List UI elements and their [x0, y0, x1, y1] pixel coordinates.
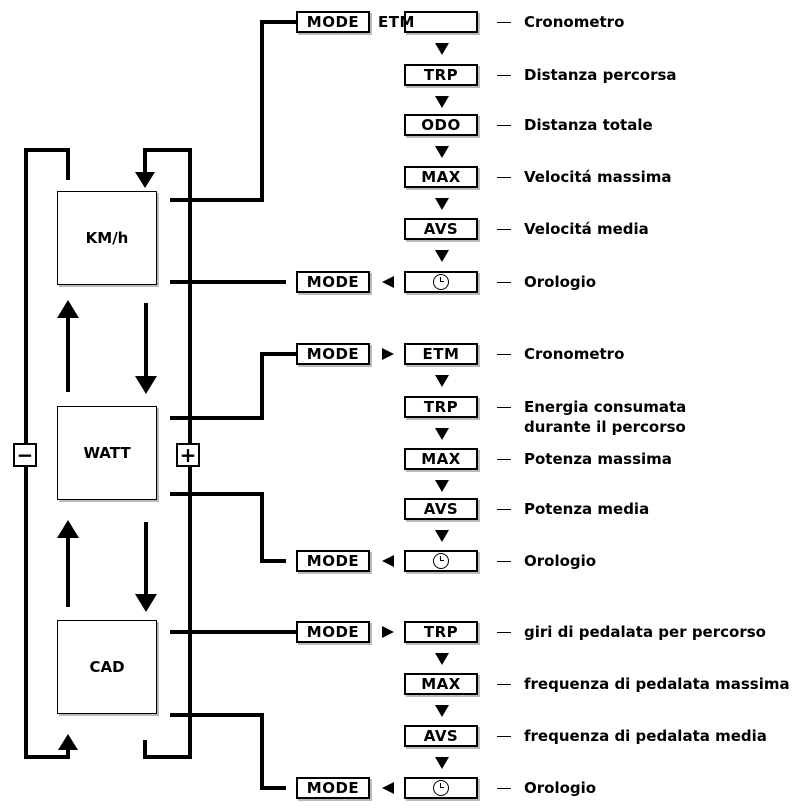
screen-max-kmh: MAX [404, 166, 478, 188]
down-arrow-icon [435, 705, 449, 717]
desc-velocita-media: Velocitá media [524, 220, 649, 238]
desc-durante-il-percorso: durante il percorso [524, 418, 686, 436]
mode-button-watt-bottom[interactable]: MODE [296, 550, 370, 572]
screen-trp-cad: TRP [404, 621, 478, 643]
desc-distanza-percorsa: Distanza percorsa [524, 66, 677, 84]
down-arrow-icon [435, 375, 449, 387]
desc-orologio-cad: Orologio [524, 779, 597, 797]
screen-avs-kmh: AVS [404, 218, 478, 240]
minus-button[interactable]: − [13, 443, 37, 467]
screen-etm-kmh: ETM [378, 11, 478, 33]
mode-button-watt-top[interactable]: MODE [296, 343, 370, 365]
screen-label: ETM [378, 13, 415, 31]
down-arrow-icon [435, 146, 449, 158]
desc-dash [497, 125, 511, 126]
desc-dash [497, 788, 511, 789]
screen-avs-watt: AVS [404, 498, 478, 520]
desc-potenza-media: Potenza media [524, 500, 650, 518]
down-arrow-icon [435, 530, 449, 542]
desc-frequenza-media: frequenza di pedalata media [524, 727, 767, 745]
plus-button[interactable]: + [176, 443, 200, 467]
desc-dash [497, 354, 511, 355]
desc-dash [497, 509, 511, 510]
down-arrow-icon [435, 480, 449, 492]
screen-trp-watt: TRP [404, 396, 478, 418]
desc-dash [497, 22, 511, 23]
mode-button-kmh-top[interactable]: MODE [296, 11, 370, 33]
mode-button-cad-bottom[interactable]: MODE [296, 777, 370, 799]
screen-avs-cad: AVS [404, 725, 478, 747]
kmh-mode-box: KM/h [57, 191, 157, 285]
clock-icon [433, 553, 449, 569]
down-arrow-icon [435, 757, 449, 769]
desc-dash [497, 177, 511, 178]
desc-giri-pedalata: giri di pedalata per percorso [524, 623, 766, 641]
desc-frequenza-massima: frequenza di pedalata massima [524, 675, 790, 693]
desc-dash [497, 282, 511, 283]
down-arrow-icon [435, 653, 449, 665]
clock-icon [433, 274, 449, 290]
desc-energia-consumata: Energia consumata [524, 398, 687, 416]
desc-dash [497, 736, 511, 737]
cad-mode-box: CAD [57, 620, 157, 714]
desc-potenza-massima: Potenza massima [524, 450, 672, 468]
desc-dash [497, 561, 511, 562]
watt-mode-box: WATT [57, 406, 157, 500]
desc-orologio-kmh: Orologio [524, 273, 597, 291]
desc-dash [497, 632, 511, 633]
desc-orologio-watt: Orologio [524, 552, 597, 570]
clock-icon [433, 780, 449, 796]
down-arrow-icon [435, 250, 449, 262]
down-arrow-icon [435, 428, 449, 440]
screen-clock-kmh [404, 271, 478, 293]
down-arrow-icon [435, 198, 449, 210]
down-arrow-icon [435, 96, 449, 108]
desc-dash [497, 459, 511, 460]
screen-max-cad: MAX [404, 673, 478, 695]
desc-dash [497, 684, 511, 685]
desc-cronometro-watt: Cronometro [524, 345, 625, 363]
desc-dash [497, 407, 511, 408]
desc-velocita-massima: Velocitá massima [524, 168, 672, 186]
mode-button-kmh-bottom[interactable]: MODE [296, 271, 370, 293]
desc-distanza-totale: Distanza totale [524, 116, 653, 134]
screen-clock-cad [404, 777, 478, 799]
desc-cronometro-kmh: Cronometro [524, 13, 625, 31]
desc-dash [497, 75, 511, 76]
screen-odo-kmh: ODO [404, 114, 478, 136]
desc-dash [497, 229, 511, 230]
mode-button-cad-top[interactable]: MODE [296, 621, 370, 643]
screen-max-watt: MAX [404, 448, 478, 470]
down-arrow-icon [435, 43, 449, 55]
screen-etm-watt: ETM [404, 343, 478, 365]
screen-trp-kmh: TRP [404, 64, 478, 86]
screen-clock-watt [404, 550, 478, 572]
